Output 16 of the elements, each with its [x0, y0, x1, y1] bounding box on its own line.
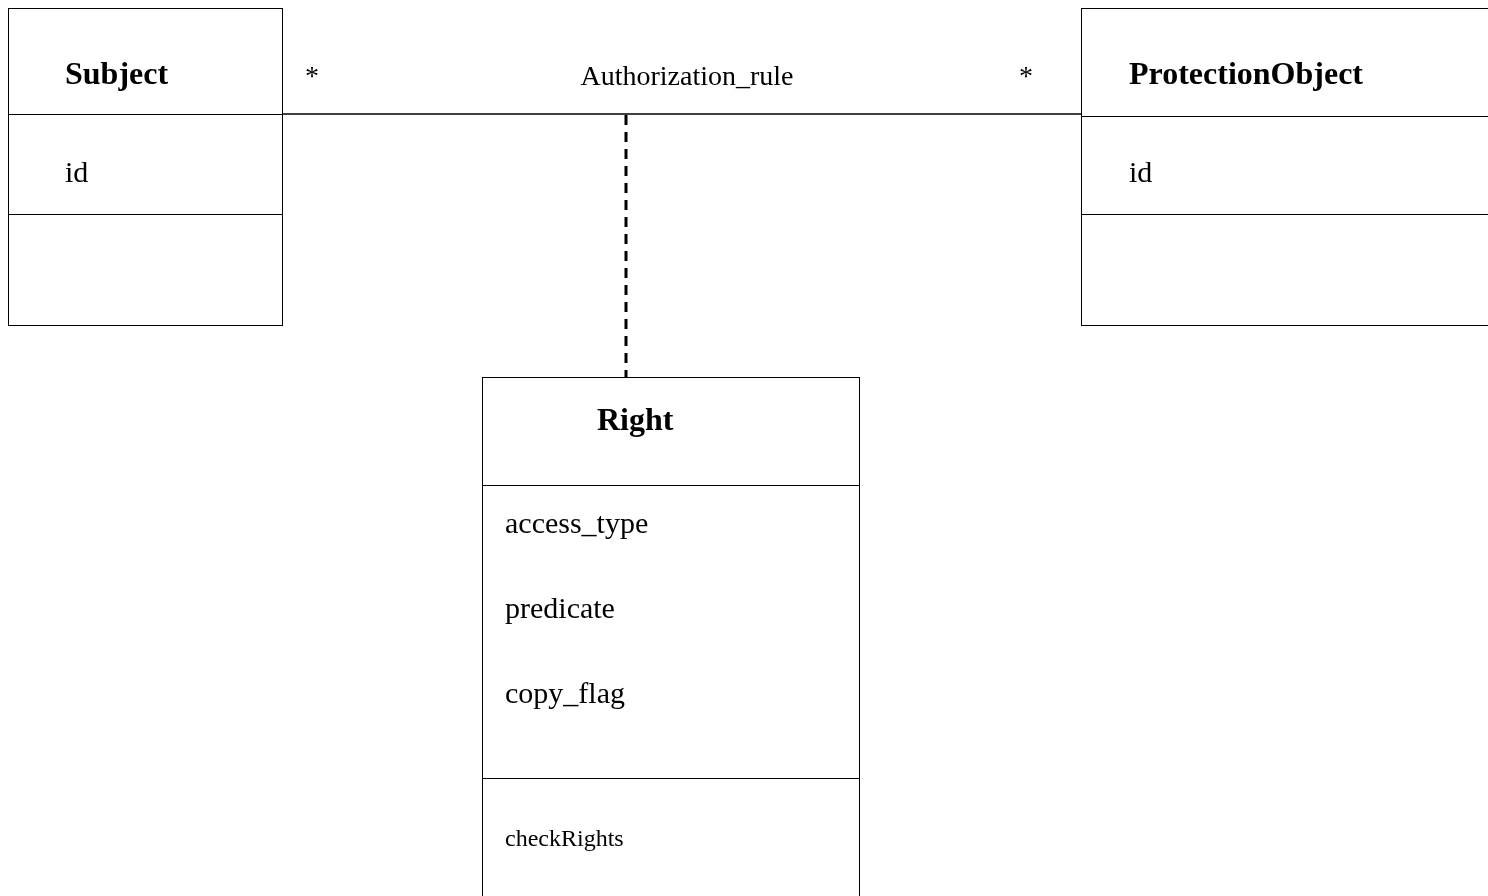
attribute-text: predicate [505, 593, 615, 623]
operation-text: checkRights [505, 826, 624, 850]
class-name: Right [597, 403, 674, 435]
class-box [1081, 8, 1488, 326]
class-box [482, 377, 860, 896]
association-class-line [624, 115, 628, 377]
attribute-text: id [1129, 157, 1153, 187]
attribute-text: id [65, 157, 89, 187]
association-line [282, 113, 1082, 115]
attribute-text: access_type [505, 508, 649, 538]
class-name: ProtectionObject [1129, 57, 1363, 89]
attribute-text: copy_flag [505, 678, 625, 708]
class-name: Subject [65, 57, 169, 89]
multiplicity-label: * [1019, 62, 1033, 90]
multiplicity-label: * [305, 62, 319, 90]
class-box [8, 8, 283, 326]
